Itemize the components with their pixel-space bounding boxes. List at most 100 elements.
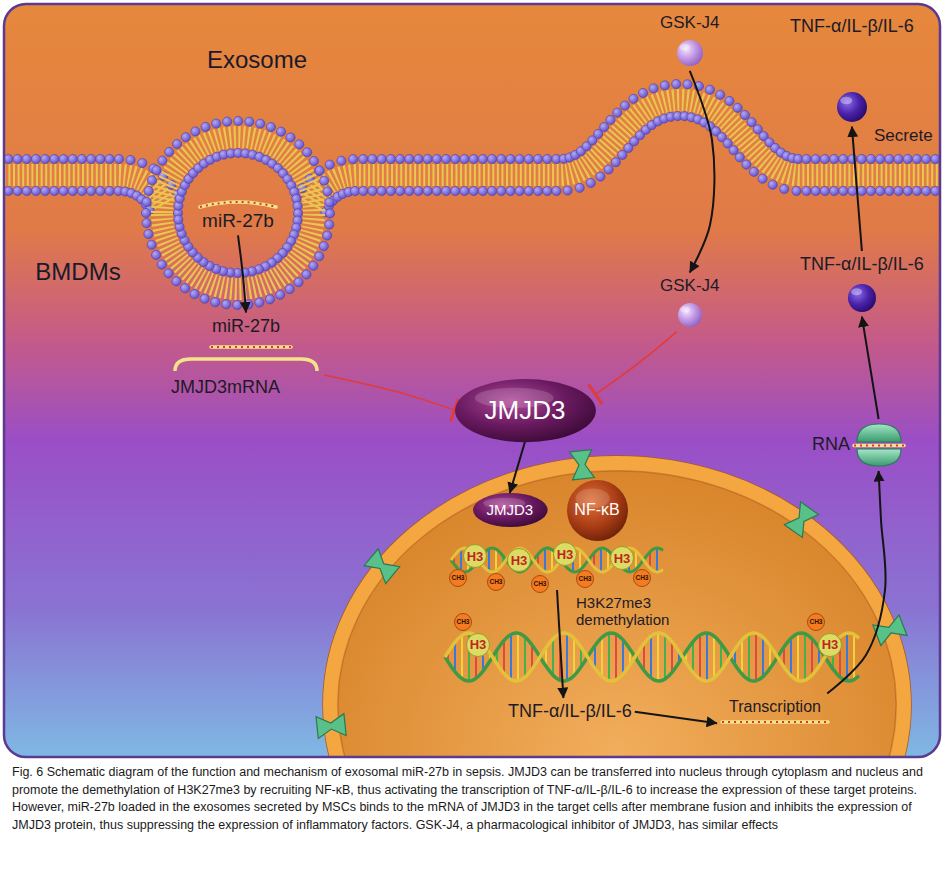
base-pair <box>720 644 722 671</box>
lipid-head <box>672 79 681 88</box>
lipid-head <box>105 154 114 163</box>
molecule-sphere <box>676 301 704 329</box>
lipid-head <box>441 154 450 163</box>
histone-mark: H3 <box>818 633 842 657</box>
lipid-head <box>414 186 423 195</box>
nucleus-outline <box>323 456 911 757</box>
lipid-head <box>735 153 744 162</box>
gene-dna <box>445 633 859 681</box>
histone-mark: CH3 <box>633 569 651 587</box>
lipid-head <box>349 155 358 164</box>
lipid-head <box>839 186 848 195</box>
node-text: TNF-α/IL-β/IL-6 <box>508 701 632 723</box>
lipid-head <box>432 186 441 195</box>
lipid-head <box>705 85 714 94</box>
nuclear-pore <box>570 450 595 480</box>
cell-membrane <box>4 79 940 309</box>
lipid-head <box>368 186 377 195</box>
arrow-connector <box>557 590 563 698</box>
lipid-head <box>857 154 866 163</box>
arrow-connector <box>862 317 879 419</box>
lipid-head <box>41 154 50 163</box>
lipid-head <box>912 186 921 195</box>
lipid-head <box>506 186 515 195</box>
shape-fill <box>473 493 548 527</box>
lipid-head <box>138 158 147 167</box>
node-text: H3 <box>507 548 531 572</box>
lipid-head <box>172 139 181 148</box>
base-pair <box>748 634 750 680</box>
lipid-head <box>802 186 811 195</box>
lipid-head <box>164 269 173 278</box>
lipid-head <box>586 178 595 187</box>
base-pair <box>762 637 764 676</box>
base-pair <box>797 634 799 681</box>
base-pair <box>566 634 568 681</box>
node-text: Transcription <box>729 697 821 716</box>
molecule-sphere <box>675 38 705 68</box>
lipid-head <box>309 156 318 165</box>
lipid-head <box>96 154 105 163</box>
nuclear-pore <box>364 549 400 584</box>
histone-mark: CH3 <box>576 570 594 588</box>
lipid-head <box>820 186 829 195</box>
node-text: NF-κB <box>574 500 619 519</box>
histone-mark: CH3 <box>487 573 505 591</box>
lipid-head <box>77 186 86 195</box>
node-text: GSK-J4 <box>660 276 720 296</box>
lipid-head <box>255 298 264 307</box>
lipid-head <box>876 186 885 195</box>
base-pair <box>601 637 603 676</box>
lipid-head <box>604 165 613 174</box>
drug-molecule: GSK-J4 <box>657 10 723 71</box>
lipid-head <box>780 184 789 193</box>
base-pair <box>573 638 575 675</box>
lipid-head <box>59 186 68 195</box>
duplex-icon <box>171 337 321 377</box>
rna-bases <box>722 721 828 723</box>
lipid-head <box>487 186 496 195</box>
lipid-head <box>683 80 692 89</box>
lipid-head <box>181 133 190 142</box>
gene-label: TNF-α/IL-β/IL-6 <box>505 698 635 726</box>
histone-mark: CH3 <box>454 613 472 631</box>
node-text: TNF-α/IL-β/IL-6 <box>800 254 924 276</box>
lipid-head <box>4 186 13 195</box>
lipid-head <box>894 154 903 163</box>
lipid-head <box>126 155 135 164</box>
region-label: Exosome <box>207 47 307 73</box>
lipid-head <box>286 133 295 142</box>
drug-molecule: GSK-J4 <box>657 273 723 332</box>
lipid-head <box>600 122 609 131</box>
lipid-head <box>749 167 758 176</box>
lipid-head <box>59 154 68 163</box>
lipid-head <box>395 154 404 163</box>
base-pair <box>699 635 701 679</box>
arrow-connector <box>852 127 862 251</box>
sphere <box>678 303 702 327</box>
nucleus-inner-line <box>338 471 896 757</box>
lipid-head <box>903 186 912 195</box>
nuclear-pore <box>316 714 346 739</box>
arrow-connector <box>827 471 885 694</box>
sphere <box>677 40 703 66</box>
lipid-head <box>325 160 334 169</box>
lipid-head <box>323 187 332 196</box>
nucleus <box>323 456 911 757</box>
shape-fill <box>567 480 628 541</box>
base-pair <box>713 636 715 678</box>
rna-strand-icon <box>196 196 280 210</box>
lipid-head <box>469 186 478 195</box>
lipid-head <box>848 186 857 195</box>
lipid-head <box>359 154 368 163</box>
rna-bases <box>854 445 904 447</box>
inhibition-connector <box>595 332 676 394</box>
lipid-head <box>543 186 552 195</box>
lipid-head <box>234 116 243 125</box>
lipid-bilayer <box>4 154 182 214</box>
rna-bases <box>200 202 276 207</box>
lipid-head <box>515 186 524 195</box>
base-pair <box>488 549 490 571</box>
nuclear-pores <box>316 450 907 739</box>
